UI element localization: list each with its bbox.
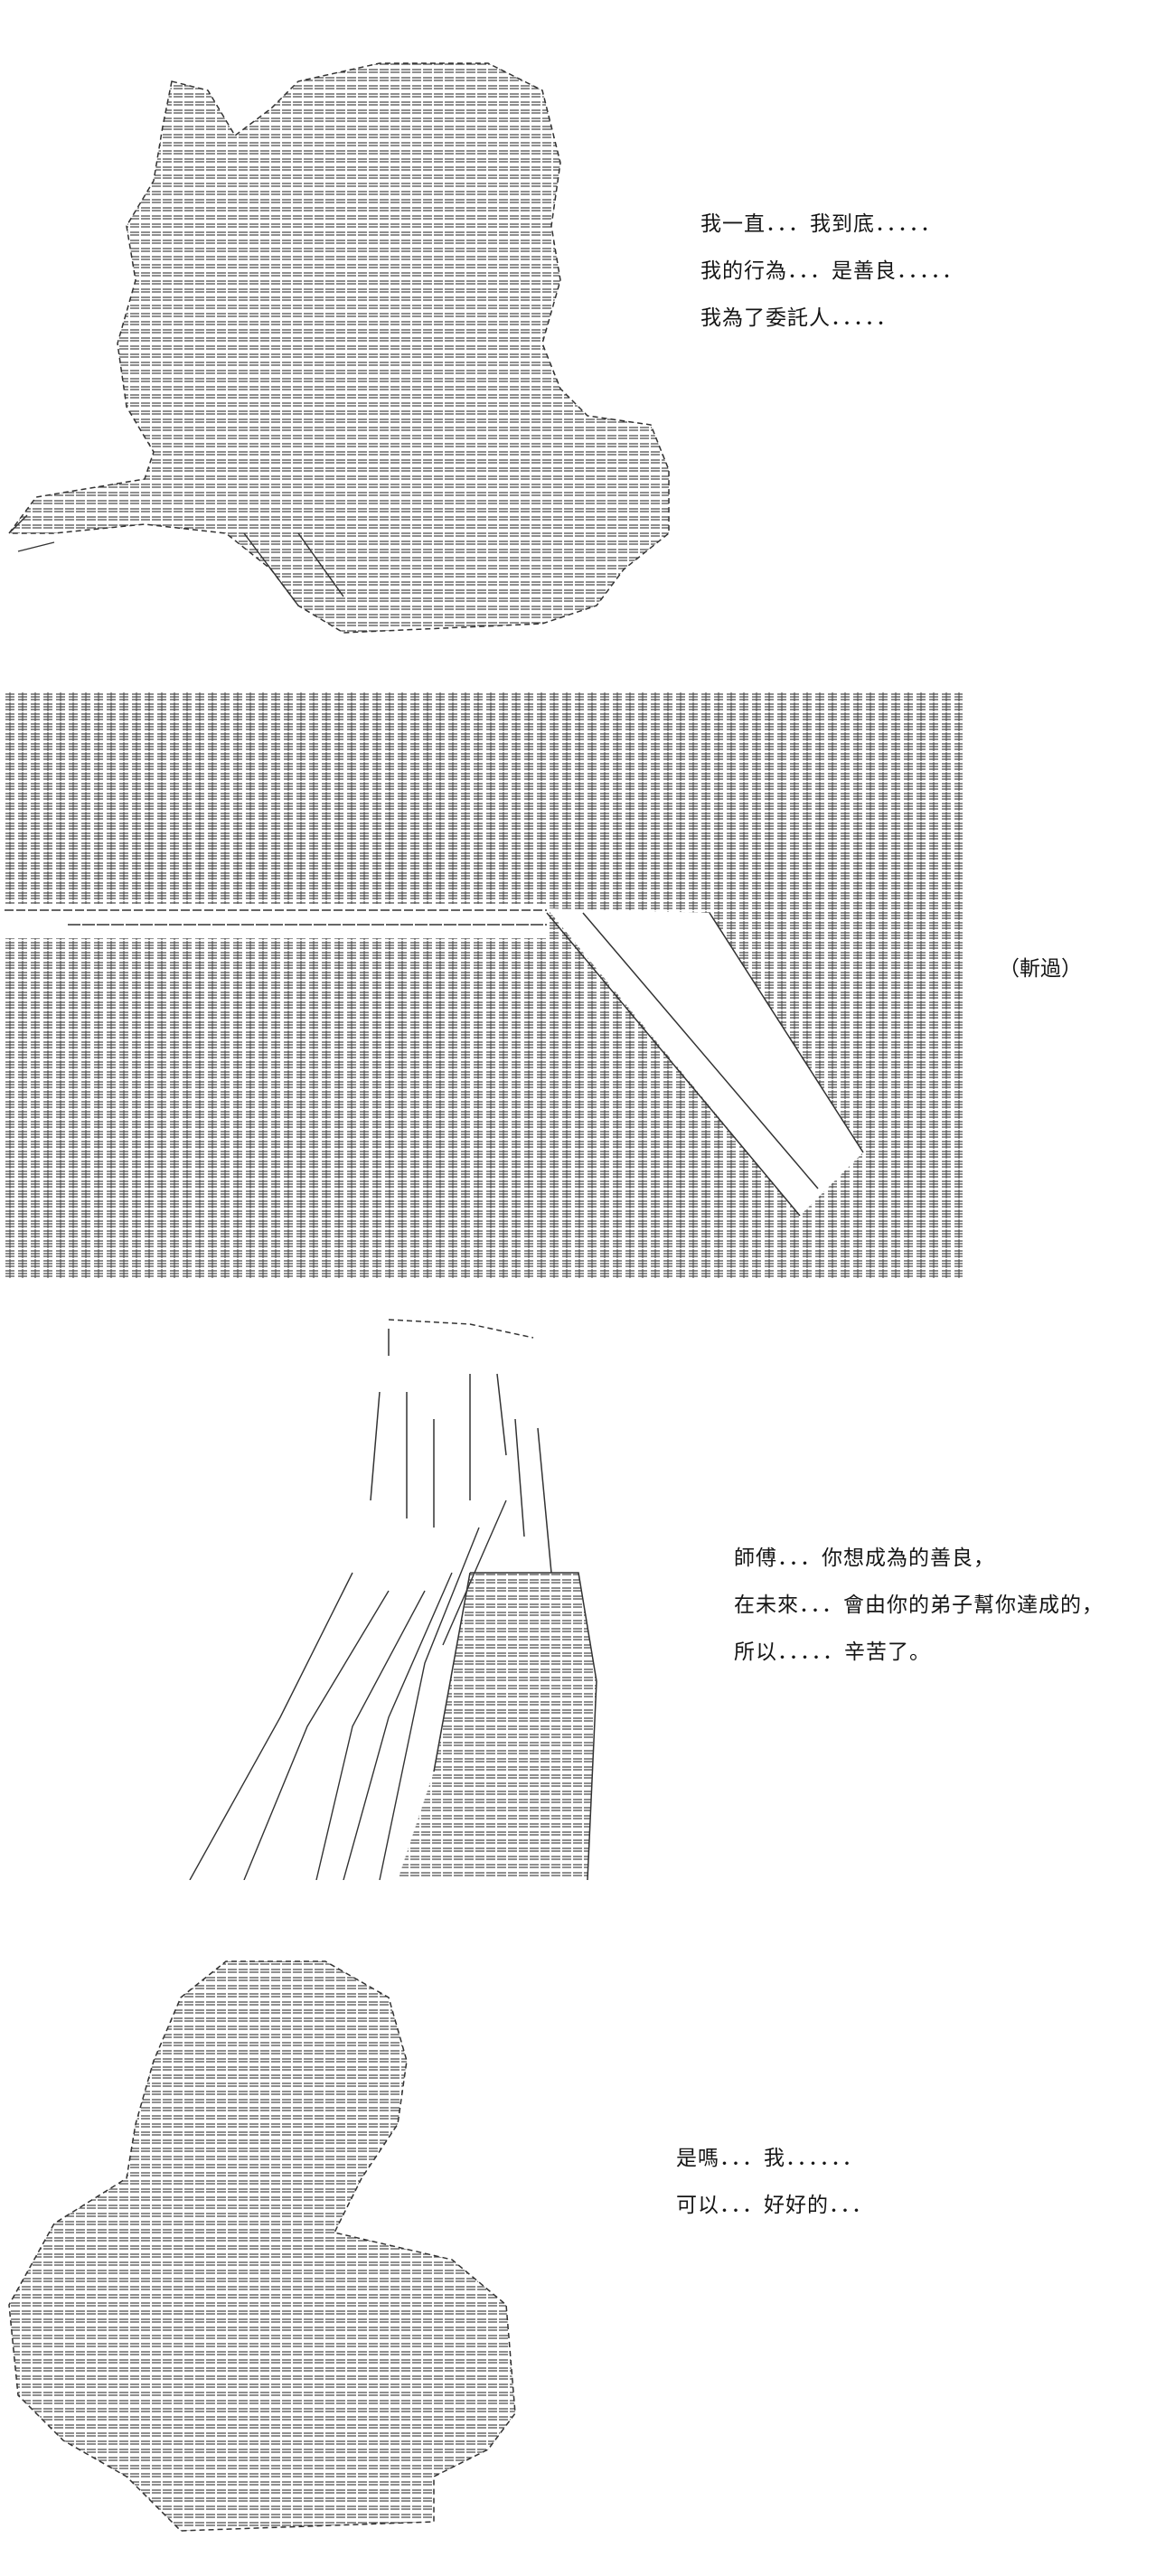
sfx-slash-text: （斬過） <box>999 957 1082 981</box>
dialogue-line: 在未來．．．會由你的弟子幫你達成的， <box>734 1594 1104 1617</box>
dialogue-line: 所以．．．．．辛苦了。 <box>734 1641 931 1664</box>
dialogue-line: 我為了委託人．．．．． <box>700 306 898 330</box>
panel-1-dialogue: 我一直．．．我到底．．．．． 我的行為．．．是善良．．．．． 我為了委託人．．．… <box>700 201 964 342</box>
panel-1: 我一直．．．我到底．．．．． 我的行為．．．是善良．．．．． 我為了委託人．．．… <box>0 0 1175 651</box>
panel-4-dialogue: 是嗎．．．我．．．．．． 可以．．．好好的．．． <box>676 2135 873 2229</box>
panel-4: 是嗎．．．我．．．．．． 可以．．．好好的．．． <box>0 1907 1175 2576</box>
panel-4-ascii-art <box>0 1943 542 2567</box>
dialogue-line: 我一直．．．我到底．．．．． <box>700 212 942 236</box>
panel-1-ascii-art <box>0 27 705 651</box>
dialogue-line: 是嗎．．．我．．．．．． <box>676 2147 864 2170</box>
dialogue-line: 我的行為．．．是善良．．．．． <box>700 259 964 283</box>
dialogue-line: 可以．．．好好的．．． <box>676 2194 873 2217</box>
panel-3-dialogue: 師傅．．．你想成為的善良， 在未來．．．會由你的弟子幫你達成的， 所以．．．．．… <box>734 1535 1104 1676</box>
panel-3: 師傅．．．你想成為的善良， 在未來．．．會由你的弟子幫你達成的， 所以．．．．．… <box>0 1302 1175 1880</box>
dialogue-line: 師傅．．．你想成為的善良， <box>734 1547 995 1570</box>
panel-3-ascii-art <box>172 1302 606 1880</box>
panel-2-ascii-art <box>5 682 976 1279</box>
panel-2: （斬過） <box>0 682 1175 1288</box>
